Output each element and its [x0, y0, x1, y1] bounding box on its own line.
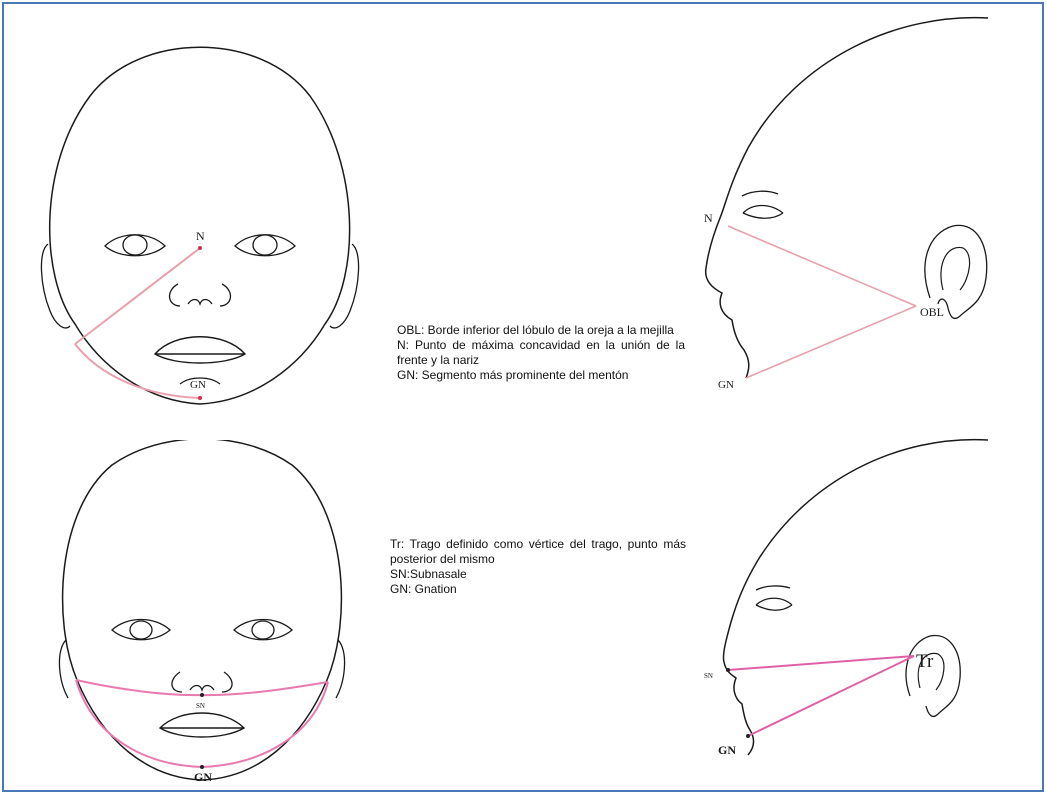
- right-pupil: [253, 235, 277, 255]
- tr-label: Tr: [916, 651, 934, 672]
- left-ear-bottom: [59, 640, 68, 698]
- profile-face-bottom: Tr SN GN: [698, 430, 998, 780]
- head-outline: [50, 47, 350, 404]
- gn-tr-line: [748, 656, 914, 736]
- mouth: [155, 337, 245, 363]
- left-eye-bottom: [112, 620, 170, 640]
- left-ear: [41, 244, 70, 328]
- legend-sn: SN:Subnasale: [390, 567, 686, 582]
- n-obl-line-profile: [728, 226, 916, 306]
- gn-point: [198, 396, 202, 400]
- nose: [170, 284, 231, 306]
- right-pupil-bottom: [252, 621, 274, 639]
- n-label-profile: N: [704, 211, 713, 225]
- left-eye: [105, 235, 165, 256]
- left-pupil-bottom: [130, 621, 152, 639]
- gn-label-profile: GN: [718, 379, 734, 391]
- eye-lid: [742, 191, 778, 196]
- right-ear: [330, 244, 359, 328]
- mouth-bottom: [160, 713, 244, 737]
- legend-top: OBL: Borde inferior del lóbulo de la ore…: [397, 323, 685, 383]
- frontal-face-top: N GN: [30, 26, 370, 416]
- n-label: N: [196, 229, 205, 243]
- n-obl-line: [75, 248, 200, 344]
- eye-profile-bottom: [756, 598, 792, 610]
- legend-obl: OBL: Borde inferior del lóbulo de la ore…: [397, 323, 685, 338]
- profile-face-top: N OBL GN: [698, 8, 998, 418]
- sn-point-profile: [726, 668, 730, 672]
- frontal-face-bottom: SN GN: [52, 440, 352, 785]
- gn-point-bottom: [200, 765, 204, 769]
- gn-obl-line-profile: [746, 306, 916, 378]
- legend-n: N: Punto de máxima concavidad en la unió…: [397, 338, 685, 368]
- right-ear-bottom: [336, 640, 345, 698]
- gn-point-profile: [746, 734, 750, 738]
- head-profile: [706, 18, 988, 378]
- sn-point: [200, 693, 204, 697]
- right-eye: [235, 235, 295, 256]
- ear-profile-bottom: [906, 635, 960, 716]
- n-point: [198, 246, 202, 250]
- ear-inner: [941, 247, 970, 290]
- head-profile-bottom: [723, 440, 988, 755]
- eye-lid-bottom: [756, 586, 790, 590]
- legend-gnation: GN: Gnation: [390, 582, 686, 597]
- sn-tr-line: [728, 656, 914, 670]
- sn-label-profile: SN: [704, 672, 713, 680]
- legend-tr: Tr: Trago definido como vértice del trag…: [390, 537, 686, 567]
- right-eye-bottom: [234, 620, 292, 640]
- gn-label: GN: [190, 379, 206, 391]
- nose-bottom: [172, 672, 232, 692]
- gn-label-bottom: GN: [194, 770, 212, 784]
- legend-bottom: Tr: Trago definido como vértice del trag…: [390, 537, 686, 597]
- left-pupil: [123, 235, 147, 255]
- gn-label-profile-bottom: GN: [718, 743, 736, 757]
- obl-label: OBL: [920, 305, 944, 319]
- sn-label: SN: [196, 702, 205, 710]
- eye-profile: [743, 206, 783, 219]
- legend-gn: GN: Segmento más prominente del mentón: [397, 368, 685, 383]
- obl-gn-curve: [75, 344, 200, 398]
- sn-curve: [76, 680, 328, 695]
